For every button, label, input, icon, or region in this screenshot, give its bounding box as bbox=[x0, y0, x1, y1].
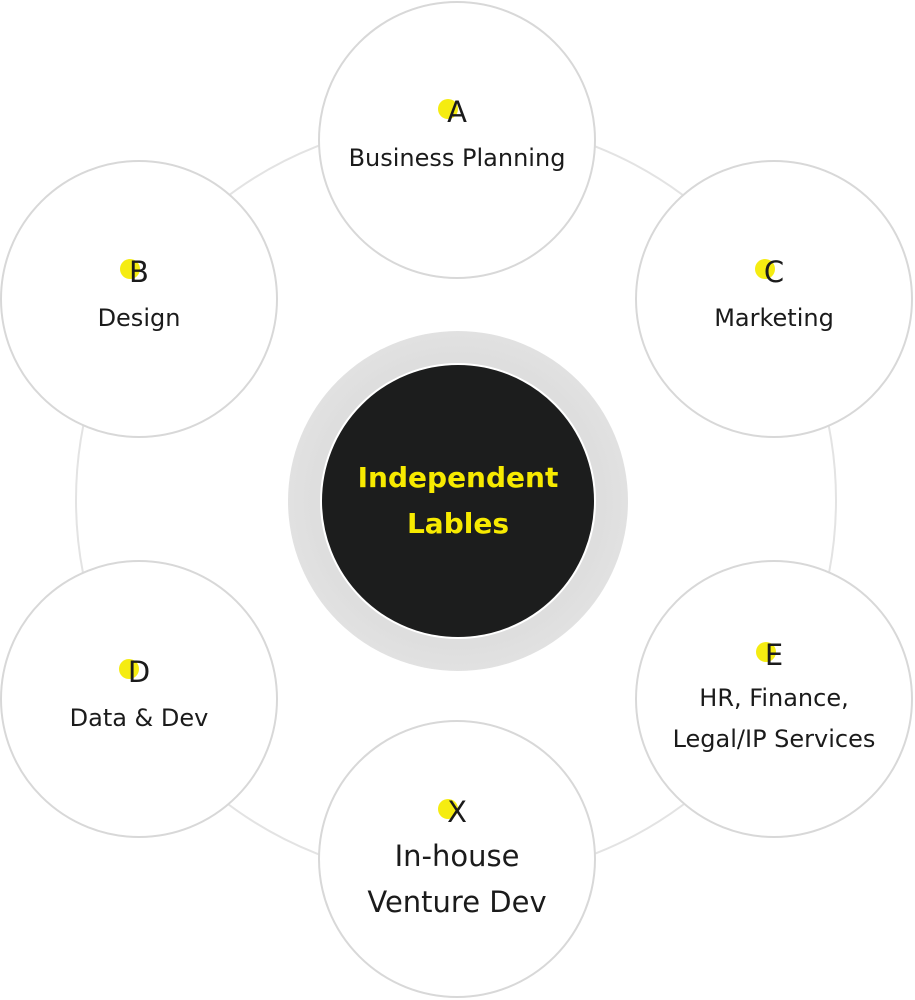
node-b-marker: B bbox=[120, 255, 149, 289]
node-x: X In-house Venture Dev bbox=[318, 720, 596, 998]
node-d-label: Data & Dev bbox=[69, 704, 209, 732]
center-title-line-1: Independent bbox=[357, 461, 559, 494]
node-a-label: Business Planning bbox=[348, 144, 566, 172]
node-c: C Marketing bbox=[635, 160, 913, 438]
yellow-dot-icon bbox=[438, 99, 459, 119]
center-circle: Independent Lables bbox=[320, 363, 596, 639]
center-title-line-2: Lables bbox=[406, 507, 510, 540]
node-a-letter: A bbox=[447, 95, 467, 129]
node-d-marker: D bbox=[118, 655, 151, 689]
node-c-letter: C bbox=[763, 255, 785, 289]
node-e-label-line-2: Legal/IP Services bbox=[672, 725, 876, 753]
node-x-label-line-1: In-house bbox=[394, 839, 520, 873]
node-a-marker: A bbox=[438, 95, 467, 129]
node-e-marker: E bbox=[755, 638, 784, 672]
node-e: E HR, Finance, Legal/IP Services bbox=[635, 560, 913, 838]
node-c-label: Marketing bbox=[714, 304, 834, 332]
node-b-label: Design bbox=[97, 304, 181, 332]
node-x-marker: X bbox=[438, 795, 467, 829]
node-d: D Data & Dev bbox=[0, 560, 278, 838]
yellow-dot-icon bbox=[438, 799, 459, 819]
node-b-letter: B bbox=[129, 255, 149, 289]
yellow-dot-icon bbox=[118, 659, 139, 679]
node-x-label-line-2: Venture Dev bbox=[367, 885, 547, 919]
node-d-letter: D bbox=[127, 655, 151, 689]
yellow-dot-icon bbox=[754, 259, 775, 279]
node-b: B Design bbox=[0, 160, 278, 438]
node-a: A Business Planning bbox=[318, 1, 596, 279]
node-e-letter: E bbox=[764, 638, 784, 672]
yellow-dot-icon bbox=[120, 259, 141, 279]
node-x-letter: X bbox=[447, 795, 467, 829]
node-e-label-line-1: HR, Finance, bbox=[699, 684, 849, 712]
node-c-marker: C bbox=[754, 255, 785, 289]
yellow-dot-icon bbox=[755, 642, 776, 662]
